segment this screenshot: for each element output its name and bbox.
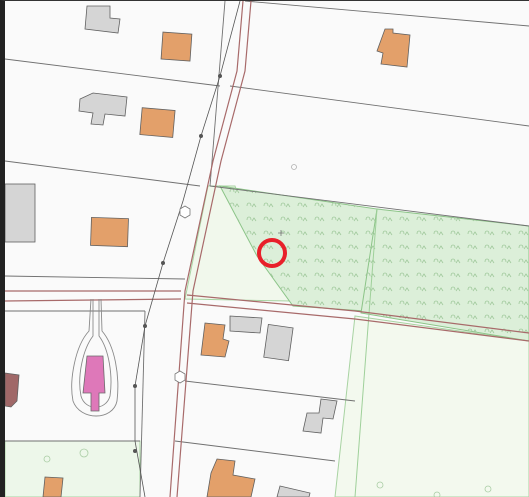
building[interactable] <box>139 107 176 138</box>
meadow-area-east <box>334 315 529 497</box>
building[interactable] <box>42 476 64 497</box>
location-marker-icon[interactable] <box>257 238 287 268</box>
parcel-boundaries <box>5 1 529 497</box>
building[interactable] <box>90 216 129 248</box>
tree-symbols <box>43 448 492 497</box>
building[interactable] <box>229 315 263 334</box>
buildings[interactable] <box>5 5 411 497</box>
road-main <box>5 1 529 497</box>
building[interactable] <box>263 324 294 362</box>
chapel[interactable] <box>71 298 119 417</box>
power-line <box>133 1 241 497</box>
building[interactable] <box>200 322 230 358</box>
building[interactable] <box>276 485 311 497</box>
building[interactable] <box>78 92 128 126</box>
survey-point-icon <box>291 164 297 170</box>
building[interactable] <box>5 372 20 408</box>
building[interactable] <box>160 31 193 62</box>
building[interactable] <box>376 28 411 68</box>
map-canvas[interactable] <box>5 1 529 497</box>
building[interactable] <box>206 458 256 497</box>
building[interactable] <box>84 5 121 34</box>
meadow-area-southwest <box>5 440 141 497</box>
building[interactable] <box>5 183 36 243</box>
building[interactable] <box>302 398 338 434</box>
survey-point-icon <box>278 230 284 236</box>
boundary-vertex-icon <box>174 205 191 384</box>
